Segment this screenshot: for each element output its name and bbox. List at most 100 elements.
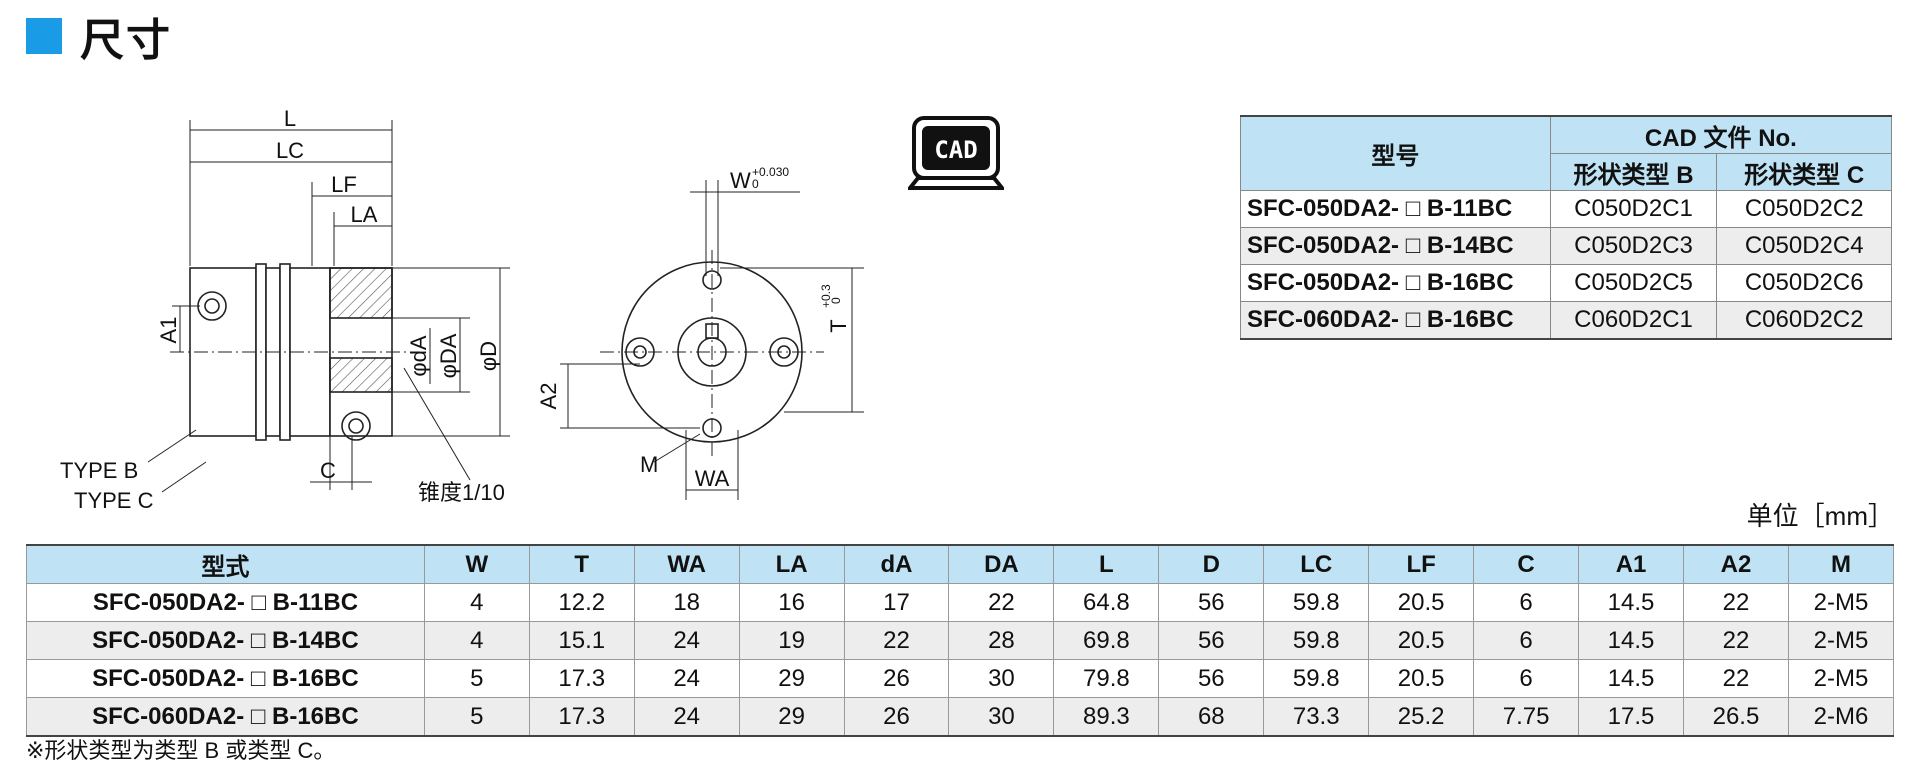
spec-cell: 18 [633, 583, 740, 622]
table-row: SFC-060DA2- □ B-16BC 5 17.3 24 29 26 30 … [26, 697, 1895, 737]
spec-cell: 26.5 [1683, 697, 1789, 737]
spec-model-cell: SFC-050DA2- □ B-16BC [26, 659, 425, 698]
cad-file-table: 型号 CAD 文件 No. 形状类型 B 形状类型 C SFC-050DA2- … [1240, 115, 1893, 340]
spec-table: 型式 W T WA LA dA DA L D LC LF C A1 A2 M S… [26, 544, 1895, 737]
spec-header-LC: LC [1263, 544, 1370, 584]
spec-header-M: M [1787, 544, 1895, 584]
spec-model-cell: SFC-050DA2- □ B-14BC [26, 621, 425, 660]
cad-type-c-link[interactable]: C050D2C4 [1716, 227, 1892, 265]
spec-cell: 22 [843, 621, 950, 660]
section-heading: 尺寸 [26, 10, 172, 66]
cad-type-b-link[interactable]: C060D2C1 [1549, 301, 1718, 340]
footnote: ※形状类型为类型 B 或类型 C。 [26, 738, 336, 763]
spec-cell: 4 [423, 621, 530, 660]
cad-type-c-link[interactable]: C050D2C6 [1716, 264, 1892, 302]
spec-cell: 5 [423, 697, 530, 737]
leader-M [653, 433, 701, 463]
label-M: M [640, 452, 658, 477]
label-WA: WA [695, 466, 730, 491]
screw-right-icon [341, 411, 371, 441]
screw-left-inner-icon [204, 298, 220, 314]
spec-cell: 28 [948, 621, 1055, 660]
cad-type-c-link[interactable]: C050D2C2 [1716, 190, 1892, 228]
table-row: SFC-050DA2- □ B-16BC C050D2C5 C050D2C6 [1240, 264, 1892, 302]
spec-cell: 17 [843, 583, 950, 622]
hatch-bottom-shape [329, 357, 393, 393]
spec-header-W: W [423, 544, 530, 584]
spec-header-row: 型式 W T WA LA dA DA L D LC LF C A1 A2 M [26, 544, 1895, 584]
cad-header-type-c: 形状类型 C [1716, 153, 1892, 191]
spec-cell: 17.5 [1578, 697, 1684, 737]
spec-header-T: T [528, 544, 635, 584]
spec-model-cell: SFC-050DA2- □ B-11BC [26, 583, 425, 622]
spec-cell: 79.8 [1053, 659, 1160, 698]
cad-header-model: 型号 [1240, 115, 1551, 191]
spec-cell: 59.8 [1263, 659, 1370, 698]
label-W-tol-upper: +0.030 [752, 165, 789, 179]
spec-cell: 22 [1683, 659, 1789, 698]
label-W-tol-lower: 0 [752, 177, 759, 191]
label-type-b: TYPE B [60, 458, 138, 483]
cad-type-b-link[interactable]: C050D2C3 [1549, 227, 1718, 265]
cad-type-c-link[interactable]: C060D2C2 [1716, 301, 1892, 340]
spec-cell: 6 [1473, 583, 1580, 622]
spec-cell: 20.5 [1368, 583, 1475, 622]
spec-cell: 20.5 [1368, 621, 1475, 660]
spec-cell: 26 [843, 697, 950, 737]
cad-header-file-no: CAD 文件 No. [1549, 115, 1893, 154]
spec-cell: 4 [423, 583, 530, 622]
leader-type-c [161, 461, 207, 493]
spec-cell: 26 [843, 659, 950, 698]
spec-header-DA: DA [948, 544, 1055, 584]
spec-header-LF: LF [1368, 544, 1475, 584]
spec-cell: 5 [423, 659, 530, 698]
heading-square-icon [26, 18, 62, 54]
cad-type-b-link[interactable]: C050D2C1 [1549, 190, 1718, 228]
cad-model-cell: SFC-050DA2- □ B-16BC [1240, 264, 1551, 302]
spec-model-cell: SFC-060DA2- □ B-16BC [26, 697, 425, 737]
label-LC: LC [276, 138, 304, 163]
leader-type-b [147, 429, 197, 463]
table-row: SFC-050DA2- □ B-11BC 4 12.2 18 16 17 22 … [26, 583, 1895, 622]
table-row: SFC-050DA2- □ B-14BC C050D2C3 C050D2C4 [1240, 227, 1892, 265]
spec-cell: 2-M5 [1787, 583, 1895, 622]
spec-cell: 17.3 [528, 659, 635, 698]
spec-header-LA: LA [738, 544, 845, 584]
spec-cell: 2-M6 [1787, 697, 1895, 737]
spec-cell: 2-M5 [1787, 659, 1895, 698]
cad-type-b-link[interactable]: C050D2C5 [1549, 264, 1718, 302]
label-taper: 锥度1/10 [418, 480, 505, 505]
cad-model-cell: SFC-050DA2- □ B-11BC [1240, 190, 1551, 228]
spec-header-WA: WA [633, 544, 740, 584]
spec-cell: 89.3 [1053, 697, 1160, 737]
section-title: 尺寸 [80, 15, 172, 66]
table-row: SFC-060DA2- □ B-16BC C060D2C1 C060D2C2 [1240, 301, 1892, 340]
spec-cell: 24 [633, 621, 740, 660]
spec-cell: 22 [1683, 621, 1789, 660]
label-T-tol-lower: 0 [829, 297, 843, 304]
spec-cell: 69.8 [1053, 621, 1160, 660]
spec-header-L: L [1053, 544, 1160, 584]
cad-icon-label: CAD [934, 136, 977, 164]
label-T: T [826, 319, 851, 332]
cad-model-cell: SFC-060DA2- □ B-16BC [1240, 301, 1551, 340]
spec-cell: 24 [633, 659, 740, 698]
spec-cell: 14.5 [1578, 659, 1684, 698]
spec-cell: 6 [1473, 621, 1580, 660]
spec-cell: 25.2 [1368, 697, 1475, 737]
cad-icon: CAD [905, 116, 1007, 192]
cad-header-type-b: 形状类型 B [1549, 153, 1718, 191]
spec-cell: 16 [738, 583, 845, 622]
spec-header-A1: A1 [1578, 544, 1684, 584]
spec-cell: 30 [948, 659, 1055, 698]
label-type-c: TYPE C [74, 488, 154, 513]
label-dA: φdA [406, 335, 431, 377]
spec-cell: 68 [1158, 697, 1265, 737]
label-W: W [730, 168, 751, 193]
spec-cell: 20.5 [1368, 659, 1475, 698]
screw-right-inner-icon [348, 418, 364, 434]
label-D: φD [476, 341, 501, 371]
spec-cell: 15.1 [528, 621, 635, 660]
spec-cell: 64.8 [1053, 583, 1160, 622]
spec-header-A2: A2 [1683, 544, 1789, 584]
